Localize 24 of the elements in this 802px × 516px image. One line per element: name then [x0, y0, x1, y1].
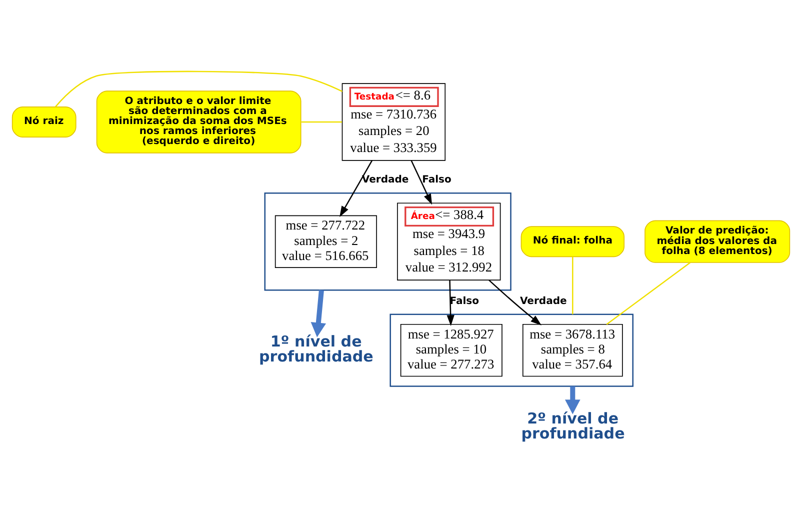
- node-text: 1º nível de profundidade: [259, 332, 374, 366]
- node-box: mse = 1285.927 samples = 10 value = 277.273: [400, 323, 502, 376]
- node-box: O atributo e o valor limite são determinados com a minimização da soma dos MSEs nos ramos inferiores (esquerdo e direito): [96, 90, 302, 153]
- edge-label: Falso: [422, 174, 452, 186]
- connector: [54, 70, 343, 107]
- node-box: mse = 277.722 samples = 2 value = 516.665: [274, 214, 377, 268]
- arrow: [410, 160, 432, 204]
- connector: [572, 256, 574, 314]
- node-box: Área<= 388.4 mse = 3943.9 samples = 18 value = 312.992: [397, 202, 501, 280]
- arrow: [340, 160, 373, 217]
- connector: [301, 120, 342, 122]
- node-box: mse = 3678.113 samples = 8 value = 357.64: [522, 323, 623, 376]
- edge-label: Verdade: [362, 174, 409, 186]
- arrow: [446, 280, 454, 326]
- edge-label: Verdade: [520, 295, 567, 306]
- arrow: [564, 386, 580, 414]
- node-box: Nó final: folha: [520, 226, 624, 257]
- node-box: Valor de predição: média dos valores da folha (8 elementos): [644, 220, 790, 262]
- arrow: [488, 279, 542, 325]
- node-box: Testada<= 8.6 mse = 7310.736 samples = 20 value = 333.359: [342, 82, 446, 160]
- connector: [606, 262, 690, 324]
- node-box: Nó raiz: [12, 106, 76, 137]
- arrow: [310, 289, 326, 337]
- node-text: 2º nível de profundiade: [521, 408, 625, 442]
